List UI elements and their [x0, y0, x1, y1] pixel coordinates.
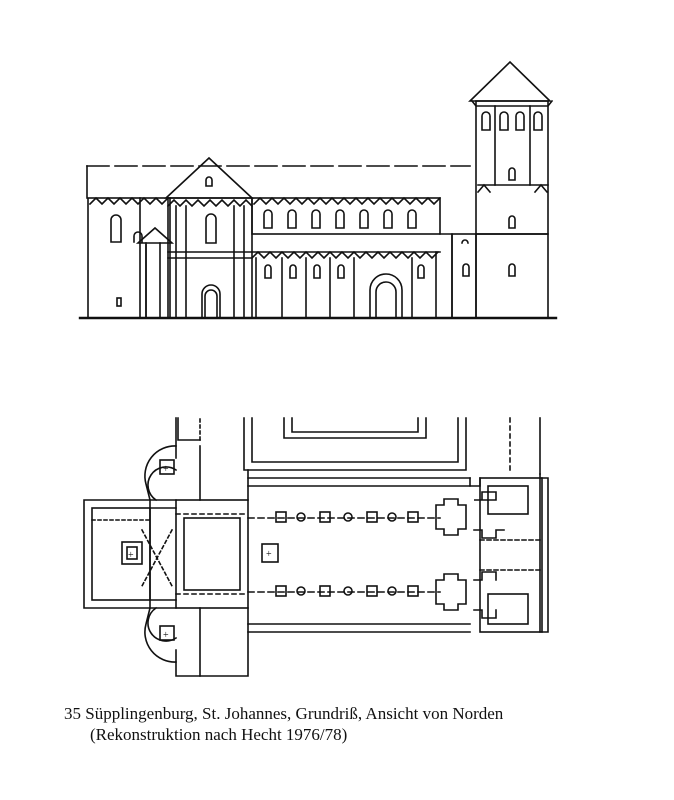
caption-line-1: 35 Süpplingenburg, St. Johannes, Grundri…: [64, 703, 664, 724]
figure: + + +: [78, 60, 558, 677]
caption-line-2: (Rekonstruktion nach Hecht 1976/78): [90, 725, 348, 744]
svg-text:+: +: [163, 630, 169, 641]
caption-title: Süpplingenburg, St. Johannes, Grundriß, …: [85, 704, 504, 723]
svg-text:+: +: [266, 549, 272, 560]
north-elevation-drawing: [78, 60, 558, 320]
figure-number: 35: [64, 704, 81, 723]
figure-caption: 35 Süpplingenburg, St. Johannes, Grundri…: [64, 703, 664, 745]
ground-plan-drawing: + + +: [83, 417, 549, 677]
svg-text:+: +: [163, 464, 169, 475]
svg-text:+: +: [128, 550, 134, 561]
